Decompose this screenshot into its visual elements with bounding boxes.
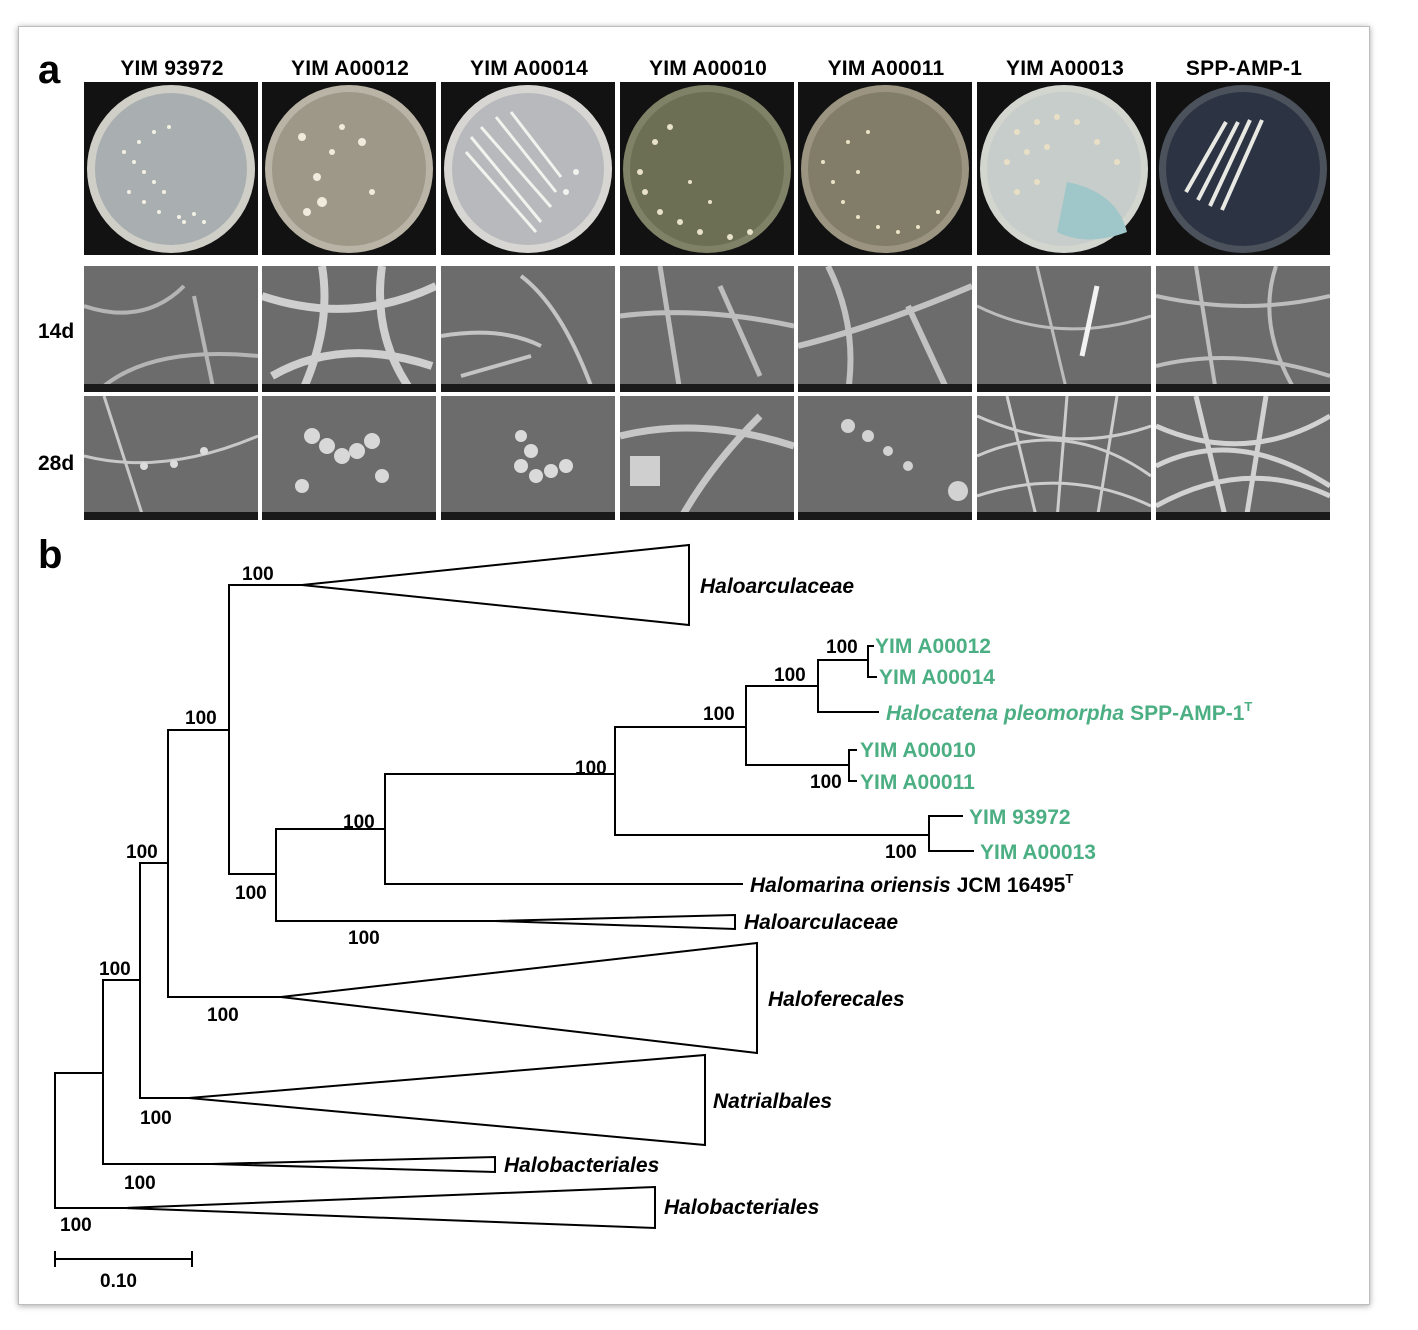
bootstrap-value: 100: [99, 959, 131, 980]
clade-label: Halobacteriales: [504, 1154, 659, 1177]
strain-name: JCM 16495: [957, 874, 1066, 897]
bootstrap-value: 100: [885, 842, 917, 863]
bootstrap-value: 100: [343, 812, 375, 833]
sem-micrograph-14d: [1156, 266, 1330, 392]
sem-micrograph-28d: [262, 396, 436, 520]
column-header: SPP-AMP-1: [1185, 57, 1303, 80]
strain-label: YIM A00010: [860, 739, 976, 762]
strain-label: YIM A00014: [879, 666, 995, 689]
sem-micrograph-14d: [262, 266, 436, 392]
clade-label: Halobacteriales: [664, 1196, 819, 1219]
sem-micrograph-14d: [620, 266, 794, 392]
sem-micrograph-28d: [1156, 396, 1330, 520]
strain-label-halocatena: Halocatena pleomorpha SPP-AMP-1T: [886, 699, 1252, 725]
culture-plate-photo: [441, 82, 615, 255]
sem-micrograph-28d: [441, 396, 615, 520]
strain-label: YIM A00013: [980, 841, 1096, 864]
column-header: YIM 93972: [120, 57, 224, 80]
column-header: YIM A00013: [1006, 57, 1124, 80]
bootstrap-value: 100: [826, 637, 858, 658]
column-header: YIM A00010: [649, 57, 767, 80]
culture-plate-photo: [798, 82, 972, 255]
clade-label: Haloferecales: [768, 988, 905, 1011]
sem-micrograph-14d: [84, 266, 258, 392]
strain-label: YIM A00012: [875, 635, 991, 658]
strain-label: YIM 93972: [969, 806, 1071, 829]
strain-label-halomarina: Halomarina oriensis JCM 16495T: [750, 871, 1073, 897]
bootstrap-value: 100: [124, 1173, 156, 1194]
clade-label: Natrialbales: [713, 1090, 832, 1113]
bootstrap-value: 100: [242, 564, 274, 585]
bootstrap-value: 100: [140, 1108, 172, 1129]
culture-plate-photo: [1156, 82, 1330, 255]
panel-label-a: a: [38, 48, 61, 92]
culture-plate-photo: [977, 82, 1151, 255]
sem-micrograph-14d: [977, 266, 1151, 392]
clade-label: Haloarculaceae: [700, 575, 854, 598]
bootstrap-value: 100: [575, 758, 607, 779]
culture-plate-photo: [84, 82, 258, 255]
row-label-28d: 28d: [38, 452, 75, 475]
strain-name: SPP-AMP-1: [1130, 702, 1245, 725]
sem-micrograph-28d: [977, 396, 1151, 520]
species-name: Halocatena pleomorpha: [886, 702, 1124, 725]
row-label-14d: 14d: [38, 320, 75, 343]
type-strain-mark: T: [1244, 699, 1252, 714]
culture-plate-photo: [620, 82, 794, 255]
panel-label-b: b: [38, 533, 62, 577]
bootstrap-value: 100: [774, 665, 806, 686]
bootstrap-value: 100: [126, 842, 158, 863]
bootstrap-value: 100: [703, 704, 735, 725]
scale-bar-label: 0.10: [100, 1271, 137, 1292]
species-name: Halomarina oriensis: [750, 874, 951, 897]
sem-micrograph-28d: [620, 396, 794, 520]
culture-plate-photo: [262, 82, 436, 255]
column-header: YIM A00012: [291, 57, 409, 80]
sem-micrograph-14d: [441, 266, 615, 392]
sem-micrograph-28d: [84, 396, 258, 520]
bootstrap-value: 100: [810, 772, 842, 793]
column-header: YIM A00011: [827, 57, 945, 80]
bootstrap-value: 100: [60, 1215, 92, 1236]
column-header: YIM A00014: [470, 57, 588, 80]
sem-micrograph-28d: [798, 396, 972, 520]
strain-label: YIM A00011: [860, 771, 975, 794]
sem-micrograph-14d: [798, 266, 972, 392]
bootstrap-value: 100: [207, 1005, 239, 1026]
bootstrap-value: 100: [185, 708, 217, 729]
bootstrap-value: 100: [235, 883, 267, 904]
type-strain-mark: T: [1065, 871, 1073, 886]
bootstrap-value: 100: [348, 928, 380, 949]
clade-label: Haloarculaceae: [744, 911, 898, 934]
